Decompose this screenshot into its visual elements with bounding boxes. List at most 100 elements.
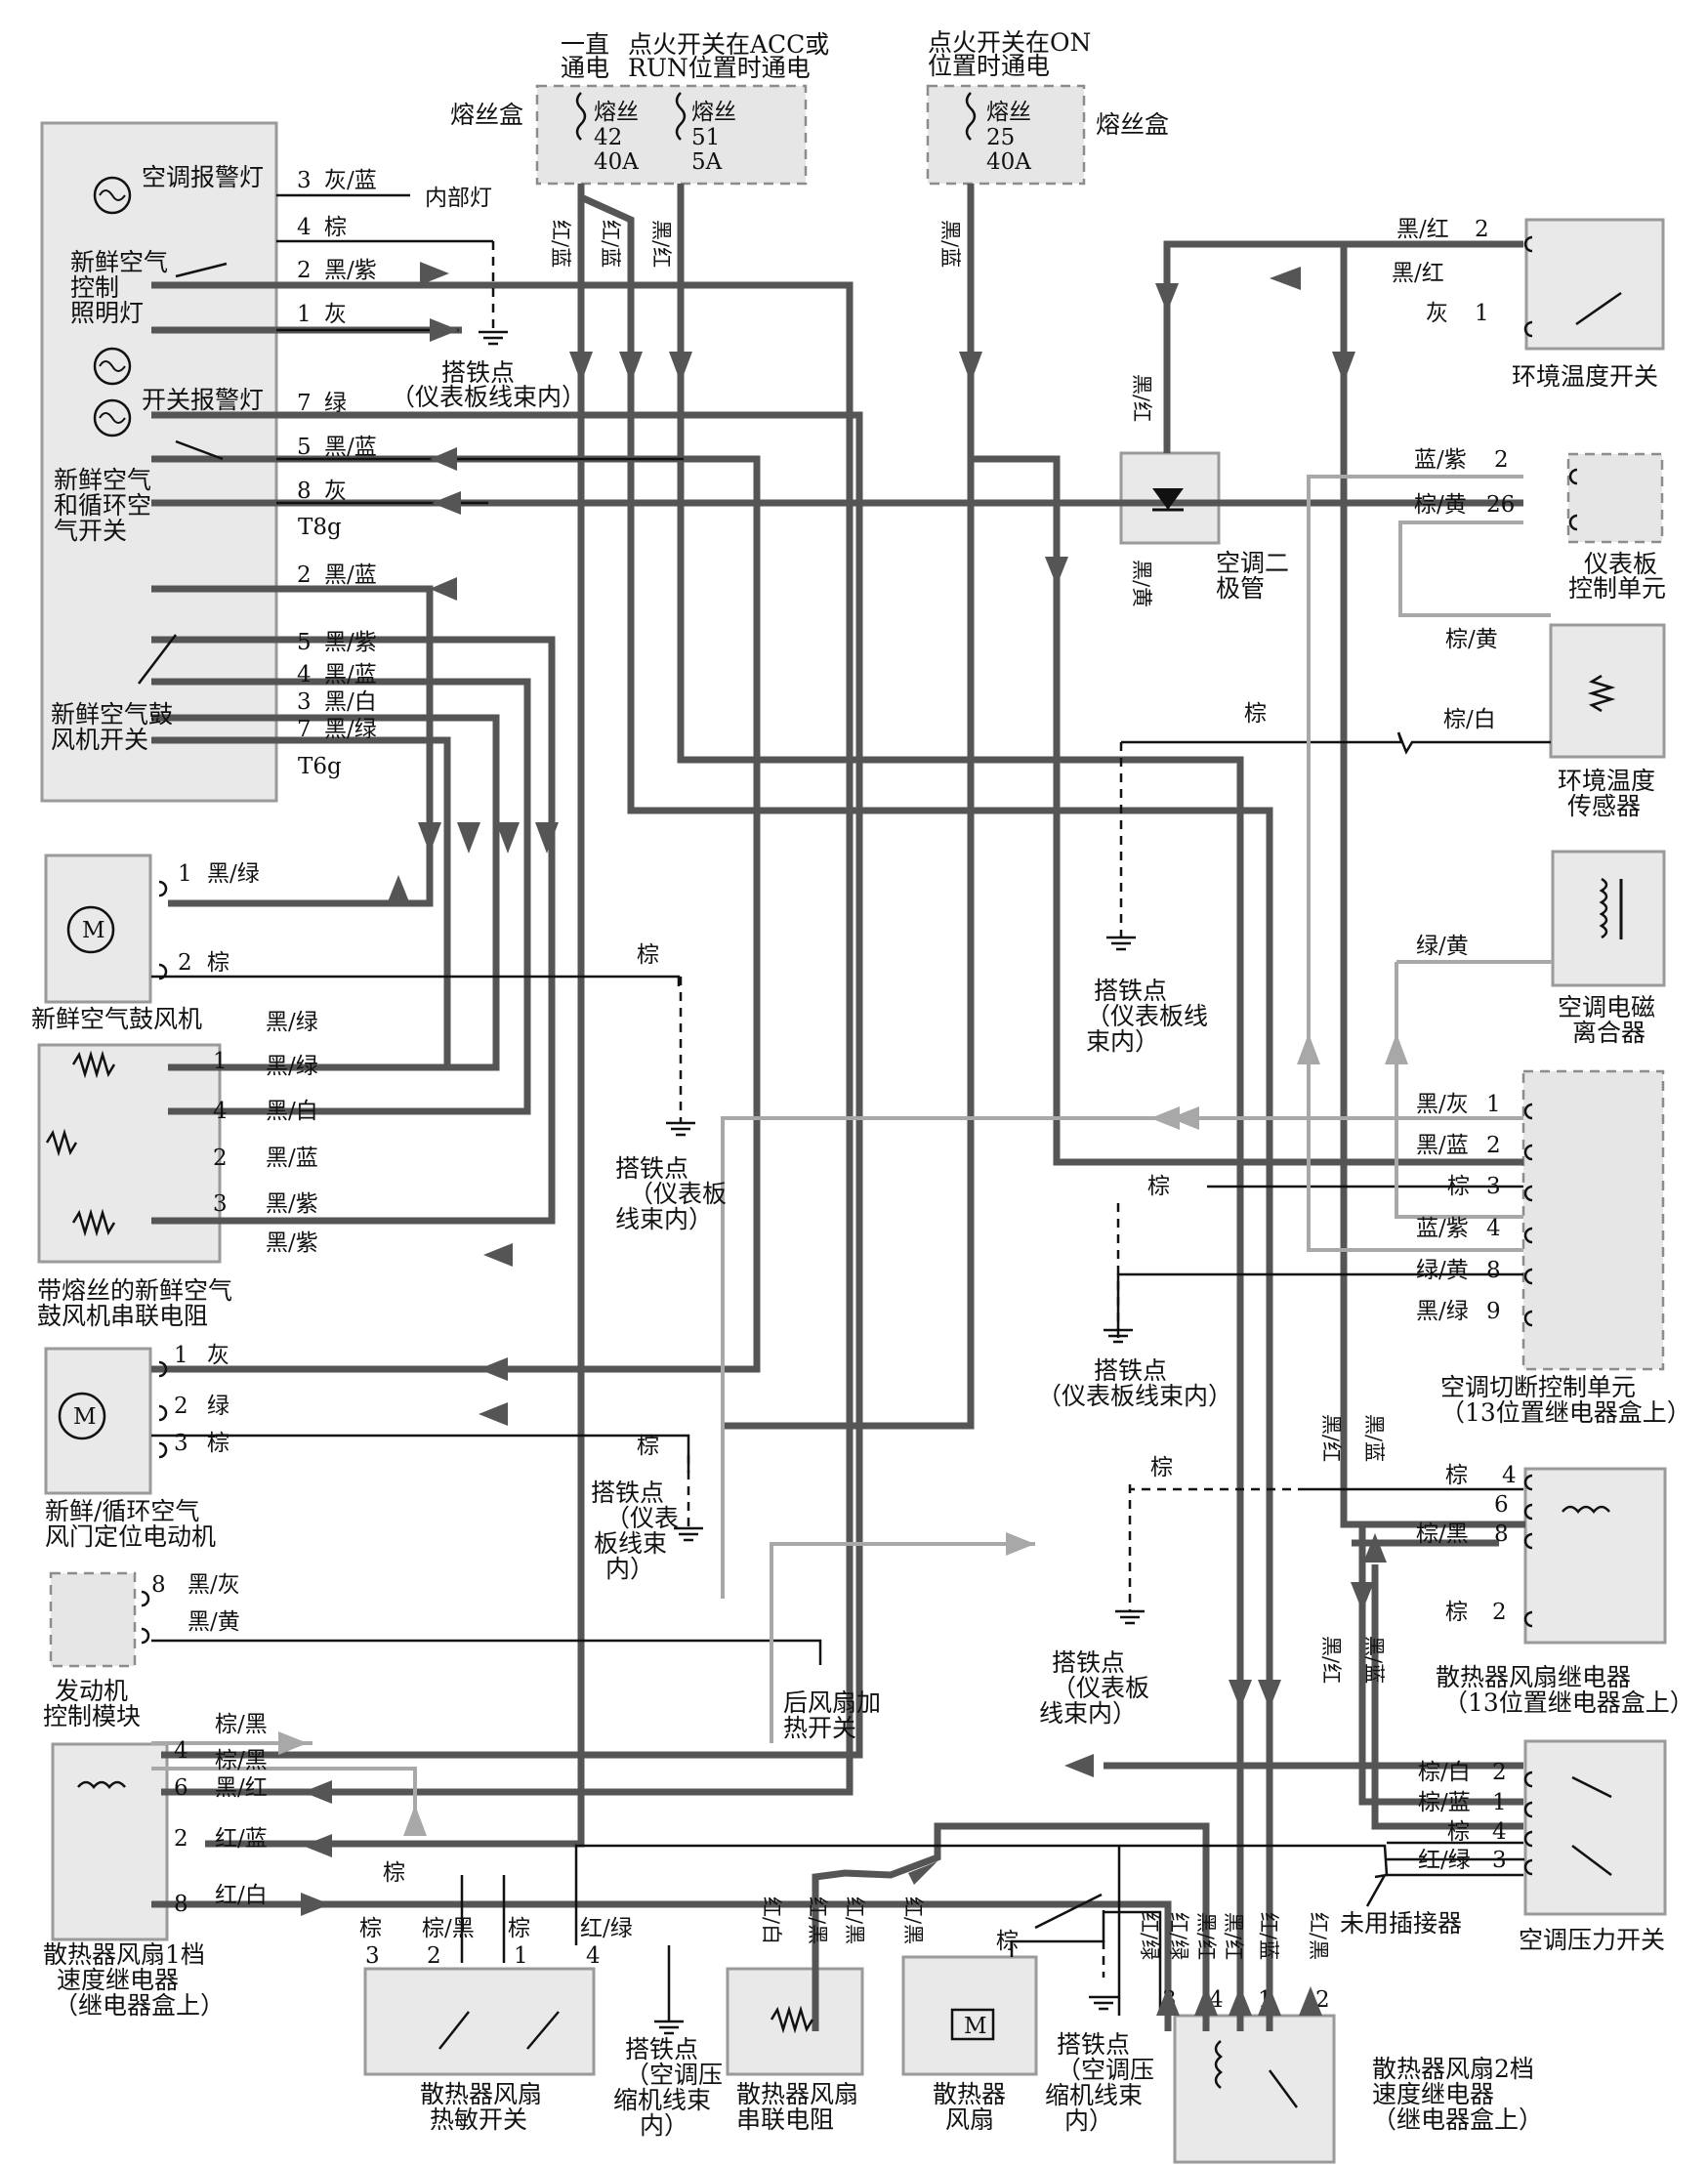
lighting-lamp-label: 照明灯 [70, 299, 144, 327]
label-clutch-label-1: 空调电磁 [1558, 993, 1655, 1021]
label-pressure-switch-pins-1-color: 棕/蓝 [1418, 1790, 1471, 1815]
label-fan-relay-1-pins-2-pin: 6 [174, 1775, 188, 1801]
pressure-switch-2-icon [1571, 1845, 1612, 1876]
label-rear-defrost-label-1: 后风扇加 [783, 1688, 881, 1717]
label-resistor-pins-5-color: 黑/紫 [266, 1230, 318, 1256]
label-ac-cutoff-pins-1-color: 黑/蓝 [1416, 1133, 1469, 1158]
label-door-motor-pins-0-pin: 1 [174, 1343, 188, 1368]
label-ambient-switch-pins-0-pin: 2 [1475, 217, 1489, 242]
label-fan-relay-2-wires-4: 红/蓝 [1257, 1912, 1280, 1960]
label-fan-relay-2-wires-5: 红/黑 [1307, 1912, 1330, 1960]
label-grounds-g2-2: （仪表板线 [1086, 1002, 1208, 1030]
label-switch-panel-pins-7-color: 黑/蓝 [324, 563, 377, 588]
ambient-sensor-icon [1587, 674, 1616, 713]
label-ac-cutoff-pins-4-color: 绿/黄 [1416, 1258, 1469, 1283]
label-ecm-label-1: 发动机 [55, 1677, 128, 1705]
label-grounds-brown: 棕 [1244, 701, 1267, 727]
label-grounds-g1-1: 搭铁点 [441, 358, 515, 387]
label-fan-relay-2-wires-1: 红/绿 [1167, 1912, 1190, 1960]
label-switch-panel-pins-10-pin: 3 [297, 689, 312, 715]
label-grounds-g2-1: 搭铁点 [1094, 977, 1167, 1005]
label-grounds-g5-3: 板线束 [594, 1529, 667, 1558]
wire-label-fuse25: 黑/蓝 [938, 220, 962, 268]
label-fan-relay-1-pins-2-color: 黑/红 [215, 1775, 268, 1801]
label-grounds-brown: 棕 [637, 942, 659, 968]
label-grounds-g3-3: 线束内） [615, 1205, 713, 1233]
label-resistor-pins-4-pin: 3 [213, 1191, 228, 1217]
connector-t8g: T8g [298, 515, 342, 540]
label-fan-resistor-wires-0: 红/白 [760, 1896, 783, 1944]
label-rad-relay-pins-2-color: 棕/黑 [1416, 1521, 1469, 1547]
fresh-air-label: 新鲜空气 [70, 248, 168, 276]
always-label-2: 通电 [561, 54, 609, 82]
label-rad-relay-vertical-wires-1: 黑/蓝 [1362, 1636, 1386, 1684]
fan-motor-icon [950, 2008, 995, 2041]
label-ac-cutoff-vertical-wires-1: 黑/蓝 [1362, 1414, 1386, 1462]
label-switch-panel-pins-9-color: 黑/蓝 [324, 662, 377, 688]
label-instrument-unit-pins-1-pin: 26 [1486, 492, 1515, 518]
pressure-switch-1-icon [1571, 1775, 1612, 1799]
fan-relay-2-coil-icon [1214, 2040, 1223, 2089]
label-switch-panel-pins-1-color: 棕 [324, 215, 347, 240]
fuse-51-rating: 5A [691, 149, 723, 175]
label-resistor-pins-3-color: 黑/蓝 [266, 1146, 318, 1171]
label-ac-cutoff-pins-2-color: 棕 [1447, 1174, 1470, 1199]
diode-icon [1152, 488, 1184, 510]
label-fan-motor-wires-0: 红/黑 [901, 1896, 925, 1944]
wire-label-fuse51: 黑/红 [649, 220, 673, 268]
fuse-51-icon [675, 92, 687, 141]
connector-icons [141, 235, 1578, 1876]
label-resistor-pins-2-pin: 4 [213, 1099, 228, 1124]
acc-label-1: 点火开关在ACC或 [628, 30, 829, 59]
door-motor-icon [58, 1392, 106, 1440]
label-rad-relay-vertical-wires-0: 黑/红 [1319, 1636, 1343, 1684]
ground-dashed-wires [491, 241, 1307, 1978]
label-fan-relay-2-label-2: 速度继电器 [1372, 2080, 1494, 2108]
label-thermo-switch-pins-1-pin: 2 [427, 1943, 441, 1969]
rad-relay-coil-icon [1562, 1505, 1610, 1514]
fan-resistor-box [726, 1967, 864, 2076]
label-resistor-label-2: 鼓风机串联电阻 [37, 1302, 208, 1330]
symbols: M M M [45, 92, 1623, 2108]
label-grounds-g7-1: 搭铁点 [625, 2035, 698, 2063]
label-fan-relay-1-label-3: （继电器盒上） [54, 1991, 225, 2020]
thermo-switch-1-icon [438, 2011, 470, 2050]
wire-label-fuse42b: 红/蓝 [599, 220, 622, 268]
label-door-motor-pins-1-color: 绿 [207, 1394, 229, 1419]
fuse-42-rating: 40A [594, 149, 639, 175]
label-switch-panel-pins-8-pin: 5 [297, 630, 312, 655]
label-thermo-switch-pins-2-color: 棕 [508, 1916, 530, 1941]
label-switch-panel-pins-2-pin: 2 [297, 258, 312, 283]
blower-motor-box [44, 854, 152, 1004]
label-switch-panel-pins-5-color: 黑/蓝 [324, 435, 377, 460]
label-resistor-pins-0-pin: 1 [213, 1049, 228, 1074]
label-switch-panel-pins-5-pin: 5 [297, 435, 312, 460]
label-ac-cutoff-pins-5-color: 黑/绿 [1416, 1299, 1469, 1324]
label-thermo-switch-pins-0-color: 棕 [359, 1916, 382, 1941]
label-fan-motor-label-1: 散热器 [933, 2080, 1006, 2108]
label-switch-panel-pins-1-pin: 4 [297, 215, 312, 240]
label-grounds-g7-3: 缩机线束 [613, 2086, 711, 2114]
ac-warning-lamp-icon [93, 176, 132, 215]
label-ambient-sensor-label-2: 传感器 [1567, 792, 1641, 820]
label-ac-cutoff-pins-2-pin: 3 [1486, 1174, 1501, 1199]
rad-relay-box [1523, 1467, 1667, 1645]
label-grounds-g8-1: 搭铁点 [1057, 2030, 1130, 2059]
blower-switch-icon [138, 634, 177, 685]
label-ambient-switch-label: 环境温度开关 [1512, 362, 1658, 391]
label-switch-panel-pins-9-pin: 4 [297, 662, 312, 688]
fuse-25-number: 25 [986, 125, 1015, 150]
label-ambient-sensor-wires-0: 棕/黄 [1445, 627, 1498, 652]
label-switch-panel-pins-11-pin: 7 [297, 717, 312, 742]
label-thermo-switch-pins-1-color: 棕/黑 [422, 1916, 475, 1941]
instrument-unit-box [1566, 452, 1664, 544]
label-fan-resistor-wires-2: 红/黑 [843, 1896, 866, 1944]
label-ecm-label-2: 控制模块 [43, 1702, 141, 1730]
label-ecm-pins-0-color: 黑/灰 [187, 1572, 240, 1598]
label-grounds-g7-4: 内） [640, 2111, 688, 2140]
fresh-recirc-label-2: 和循环空 [54, 491, 151, 520]
label-clutch-label-2: 离合器 [1572, 1019, 1646, 1047]
label-fan-relay-1-pins-1-color: 棕/黑 [215, 1748, 268, 1773]
label-ac-cutoff-pins-3-color: 蓝/紫 [1416, 1216, 1469, 1241]
interior-lamp-label: 内部灯 [425, 186, 492, 211]
